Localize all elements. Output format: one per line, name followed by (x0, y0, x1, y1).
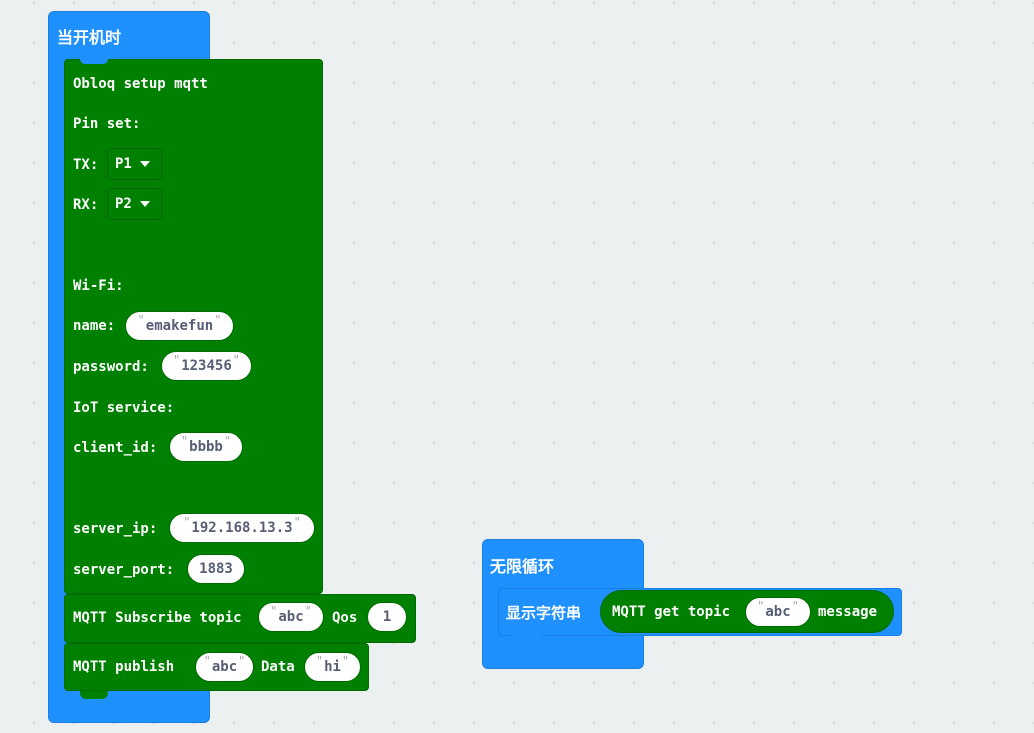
show-string-label: 显示字符串 (506, 604, 582, 622)
tx-pin-dropdown[interactable]: P1 (107, 148, 162, 180)
wifi-name-value: emakefun (145, 318, 214, 334)
get-topic-value: abc (765, 604, 791, 620)
publish-bottom-tab (80, 691, 108, 699)
publish-topic-value: abc (211, 659, 238, 675)
show-string-bottom-tab (514, 635, 542, 642)
client-id-value: bbbb (189, 439, 223, 455)
client-id-input[interactable]: "bbbb" (169, 432, 243, 462)
tx-label: TX: (73, 157, 99, 173)
mqtt-subscribe-block[interactable] (64, 594, 416, 643)
wifi-password-label: password: (73, 359, 149, 375)
data-label: Data (261, 659, 295, 675)
subscribe-topic-value: abc (278, 609, 304, 625)
obloq-setup-title: Obloq setup mqtt (73, 76, 208, 92)
mqtt-get-topic-label: MQTT get topic (612, 604, 731, 620)
caret-down-icon (139, 201, 150, 207)
wifi-label: Wi-Fi: (73, 278, 124, 294)
message-label: message (818, 604, 878, 620)
server-ip-label: server_ip: (73, 521, 158, 537)
qos-label: Qos (332, 610, 358, 626)
subscribe-topic-input[interactable]: "abc" (258, 602, 324, 632)
tx-pin-value: P1 (115, 156, 132, 172)
server-ip-input[interactable]: "192.168.13.3" (169, 513, 315, 543)
caret-down-icon (139, 161, 150, 167)
server-port-label: server_port: (73, 562, 175, 578)
server-port-input[interactable]: 1883 (187, 554, 245, 584)
wifi-password-value: 123456 (181, 358, 232, 374)
server-ip-value: 192.168.13.3 (191, 520, 293, 536)
iot-service-label: IoT service: (73, 400, 175, 416)
mqtt-subscribe-label: MQTT Subscribe topic (73, 610, 242, 626)
obloq-setup-top-notch (80, 59, 108, 64)
publish-data-input[interactable]: "hi" (304, 652, 361, 682)
wifi-password-input[interactable]: "123456" (161, 351, 252, 381)
forever-title: 无限循环 (490, 557, 555, 576)
rx-pin-value: P2 (115, 196, 132, 212)
wifi-name-label: name: (73, 318, 116, 334)
server-port-value: 1883 (199, 561, 233, 577)
wifi-name-input[interactable]: "emakefun" (125, 311, 234, 341)
qos-input[interactable]: 1 (367, 602, 407, 632)
mqtt-publish-label: MQTT publish (73, 659, 175, 675)
rx-pin-dropdown[interactable]: P2 (107, 188, 162, 220)
publish-topic-input[interactable]: "abc" (195, 652, 254, 682)
client-id-label: client_id: (73, 440, 158, 456)
publish-data-value: hi (324, 659, 341, 675)
get-topic-input[interactable]: "abc" (745, 597, 811, 627)
on-start-title: 当开机时 (57, 28, 122, 47)
rx-label: RX: (73, 197, 99, 213)
pin-set-label: Pin set: (73, 116, 141, 132)
qos-value: 1 (382, 609, 392, 625)
